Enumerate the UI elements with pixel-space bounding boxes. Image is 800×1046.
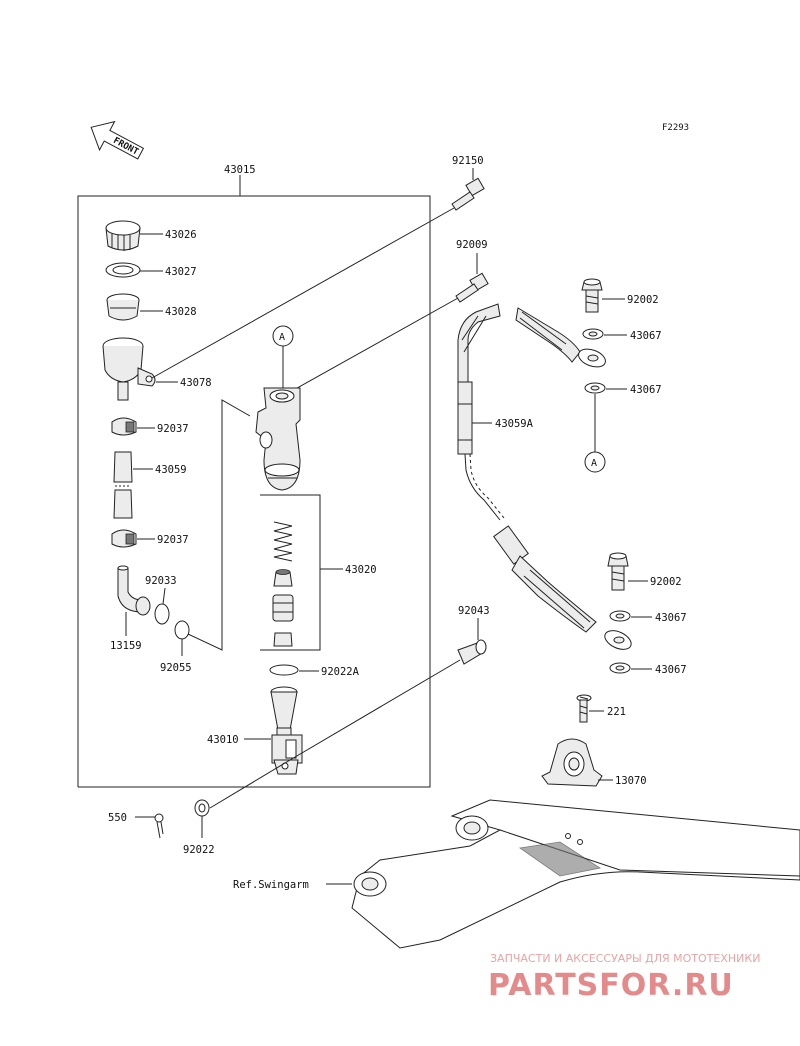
watermark-tagline: ЗАПЧАСТИ И АКСЕССУАРЫ ДЛЯ МОТОТЕХНИКИ (490, 952, 760, 965)
label-13070: 13070 (615, 775, 647, 787)
svg-text:A: A (591, 458, 597, 469)
label-13159: 13159 (110, 640, 142, 652)
hose-elbow-fitting (117, 565, 151, 616)
front-arrow-icon: FRONT (90, 120, 145, 160)
cotter-pin (154, 813, 164, 839)
label-550: 550 (108, 812, 127, 824)
svg-text:A: A (279, 332, 285, 343)
brake-hose (457, 303, 632, 650)
label-43067-1: 43067 (630, 330, 662, 342)
sealing-washer-1 (582, 328, 604, 340)
callout-a-lower: A (584, 394, 606, 473)
washer-92022 (194, 799, 210, 817)
cap-plate (105, 262, 141, 278)
label-43015: 43015 (224, 164, 256, 176)
callout-a-upper: A (272, 325, 294, 390)
hose-clamp-lower (111, 529, 137, 548)
diaphragm (106, 293, 140, 321)
hose-clamp-upper (111, 417, 137, 436)
label-92002-upper: 92002 (627, 294, 659, 306)
piston-washer (273, 632, 293, 647)
label-43067-2: 43067 (630, 384, 662, 396)
label-92150: 92150 (452, 155, 484, 167)
label-ref-swingarm: Ref.Swingarm (233, 879, 309, 891)
label-43026: 43026 (165, 229, 197, 241)
assembly-43015-frame (77, 175, 431, 788)
label-92022: 92022 (183, 844, 215, 856)
o-ring (174, 620, 190, 640)
label-43028: 43028 (165, 306, 197, 318)
sealing-washer-4 (609, 662, 631, 674)
label-92033: 92033 (145, 575, 177, 587)
bolt-92150 (451, 177, 485, 211)
sealing-washer-3 (609, 610, 631, 622)
screw-221 (576, 694, 592, 723)
label-43059A: 43059A (495, 418, 534, 430)
label-92037-upper: 92037 (157, 423, 189, 435)
label-43020: 43020 (345, 564, 377, 576)
reservoir-cap (105, 220, 141, 251)
master-cylinder-body (255, 387, 301, 491)
piston (272, 594, 294, 622)
label-43027: 43027 (165, 266, 197, 278)
label-92037-lower: 92037 (157, 534, 189, 546)
push-rod (270, 686, 303, 775)
label-92002-lower: 92002 (650, 576, 682, 588)
label-221: 221 (607, 706, 626, 718)
figure-code: F2293 (662, 123, 689, 133)
swingarm-reference (351, 799, 800, 949)
label-43059: 43059 (155, 464, 187, 476)
hose-guide (541, 738, 603, 787)
label-43067-4: 43067 (655, 664, 687, 676)
piston-spring (273, 521, 293, 562)
label-43067-3: 43067 (655, 612, 687, 624)
label-92009: 92009 (456, 239, 488, 251)
label-92022A: 92022A (321, 666, 360, 678)
circlip-92022a (269, 664, 299, 676)
reservoir-body (102, 337, 156, 401)
label-43010: 43010 (207, 734, 239, 746)
reservoir-hose (113, 451, 133, 519)
banjo-bolt-upper (581, 278, 603, 313)
watermark-brand: PARTSFOR.RU (488, 968, 734, 1003)
clevis-pin (457, 639, 487, 665)
label-43078: 43078 (180, 377, 212, 389)
banjo-bolt-lower (607, 552, 629, 591)
primary-cup (273, 569, 293, 587)
label-92055: 92055 (160, 662, 192, 674)
circlip (154, 603, 170, 625)
banjo-bolt-92009 (455, 272, 489, 303)
label-92043: 92043 (458, 605, 490, 617)
sealing-washer-2 (584, 382, 606, 394)
